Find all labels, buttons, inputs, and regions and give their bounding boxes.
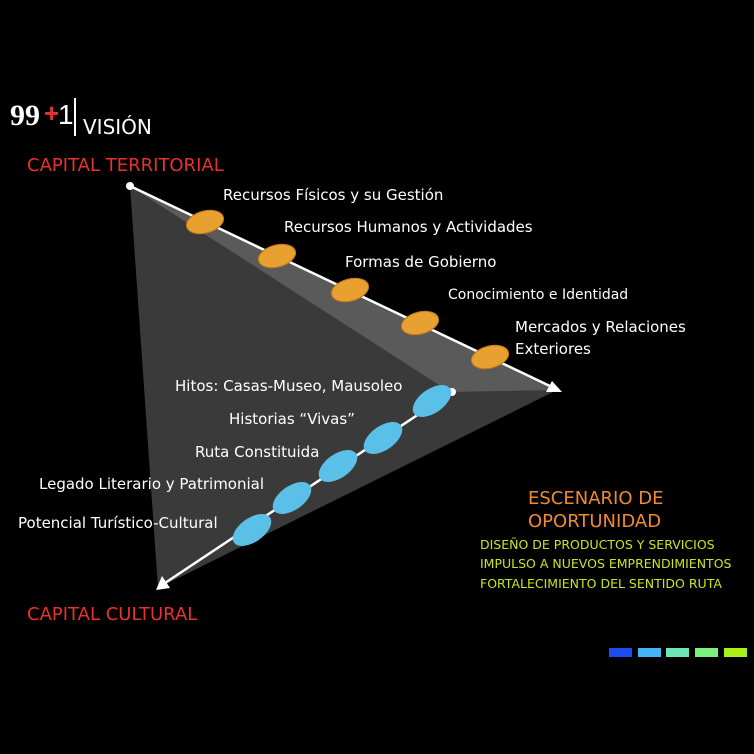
- cultural-item: Potencial Turístico-Cultural: [18, 514, 218, 532]
- cultural-item: Historias “Vivas”: [229, 410, 355, 428]
- cultural-node: [232, 514, 272, 546]
- cultural-node: [318, 450, 358, 482]
- color-swatch: [724, 648, 747, 657]
- cultural-item: Ruta Constituida: [195, 443, 320, 461]
- territorial-item: Formas de Gobierno: [345, 253, 497, 271]
- axis-label-territorial: CAPITAL TERRITORIAL: [27, 155, 224, 176]
- territorial-node: [257, 243, 297, 269]
- page-title: VISIÓN: [83, 115, 152, 139]
- logo: 99 + 1: [10, 98, 76, 136]
- territorial-node: [330, 277, 370, 303]
- svg-text:1: 1: [58, 99, 74, 130]
- territorial-node: [470, 344, 510, 370]
- color-swatch: [695, 648, 718, 657]
- triangle-body: [130, 186, 557, 588]
- territorial-node: [185, 209, 225, 235]
- scenario-item: DISEÑO DE PRODUCTOS Y SERVICIOS: [480, 537, 715, 552]
- color-swatch: [609, 648, 632, 657]
- territorial-arrowhead: [546, 381, 562, 392]
- axis-label-cultural: CAPITAL CULTURAL: [27, 604, 198, 625]
- scenario-title-line1: ESCENARIO DE: [528, 488, 664, 509]
- cultural-node: [272, 482, 312, 514]
- color-swatch: [638, 648, 661, 657]
- scenario-item: FORTALECIMIENTO DEL SENTIDO RUTA: [480, 576, 722, 591]
- svg-text:+: +: [44, 98, 59, 128]
- cultural-arrowhead: [156, 576, 170, 590]
- scenario-title-line2: OPORTUNIDAD: [528, 511, 662, 532]
- cultural-node: [412, 385, 452, 417]
- cultural-item: Legado Literario y Patrimonial: [39, 475, 265, 493]
- scenario-item: IMPULSO A NUEVOS EMPRENDIMIENTOS: [480, 556, 732, 571]
- territorial-item: Conocimiento e Identidad: [448, 287, 629, 303]
- territorial-item: Mercados y Relaciones: [515, 318, 686, 336]
- cultural-node: [363, 422, 403, 454]
- territorial-item: Recursos Humanos y Actividades: [284, 218, 533, 236]
- territorial-start-dot: [126, 182, 134, 190]
- territorial-item: Recursos Físicos y su Gestión: [223, 186, 444, 204]
- territorial-node: [400, 310, 440, 336]
- cultural-item: Hitos: Casas-Museo, Mausoleo: [175, 377, 403, 395]
- svg-text:99: 99: [10, 99, 40, 132]
- color-swatch: [666, 648, 689, 657]
- territorial-item: Exteriores: [515, 340, 591, 358]
